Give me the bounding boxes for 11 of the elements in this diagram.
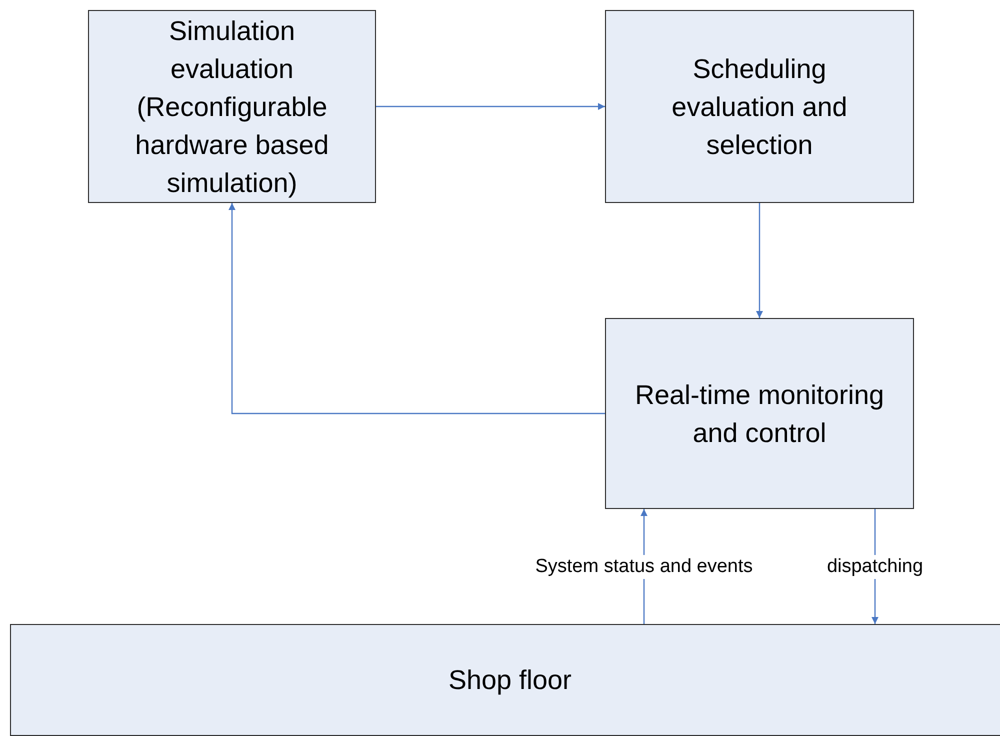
process-box [605,10,914,203]
box-label: Scheduling evaluation and selection [670,52,848,162]
process-box [605,318,914,509]
arrow [376,103,605,110]
arrow [228,203,605,414]
process-box [88,10,376,203]
arrow [756,203,763,318]
box-label: Real-time monitoring and control [634,378,885,450]
process-box [10,624,1000,736]
box-label: Simulation evaluation (Reconfigurable hardware based simulation) [134,14,330,200]
box-label: Shop floor [448,664,572,697]
